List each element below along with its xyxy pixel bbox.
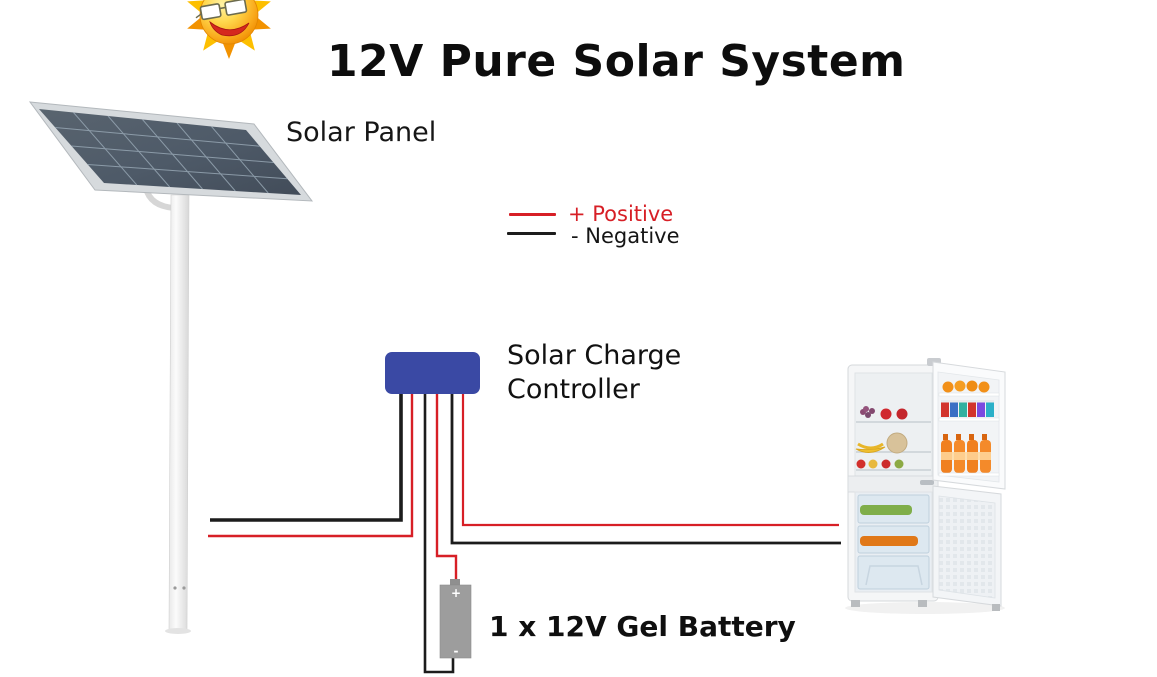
solar-panel-label: Solar Panel [286,117,437,148]
wire-load-negative [450,393,841,545]
legend-positive-line [509,213,556,216]
charge-controller-label: Solar Charge Controller [507,340,682,405]
wire-battery-negative [423,393,455,674]
panel-pole [168,194,190,632]
fridge-upper-door [927,358,1006,490]
battery-terminal [450,579,460,587]
charge-controller-box [385,352,480,394]
wire-panel-negative [210,393,403,522]
page-title: 12V Pure Solar System [327,36,906,87]
refrigerator [845,358,1006,614]
panel-grid [55,112,288,194]
battery-body [439,584,472,659]
sun-smile [209,20,250,37]
wire-battery-positive [435,393,458,584]
gel-battery: + - [439,579,472,659]
wire-load-positive [461,393,839,527]
freezer-drawers [857,494,930,590]
sun-icon [187,0,271,59]
legend-positive-label: + Positive [568,202,674,226]
fridge-upper-cavity [854,372,933,477]
fridge-food-items [855,406,908,469]
sunglasses [195,0,248,21]
fridge-lower-door [932,485,1002,611]
battery-label: 1 x 12V Gel Battery [489,610,796,643]
legend-negative-label: - Negative [571,224,680,248]
battery-negative-mark: - [454,644,459,658]
wiring [208,393,841,674]
wire-panel-positive [208,393,414,538]
door-cans [941,400,994,417]
solar-panel [28,101,314,634]
door-bottles [941,434,991,473]
pole-base [165,628,191,634]
legend-negative-line [507,232,556,235]
battery-positive-mark: + [451,586,461,600]
